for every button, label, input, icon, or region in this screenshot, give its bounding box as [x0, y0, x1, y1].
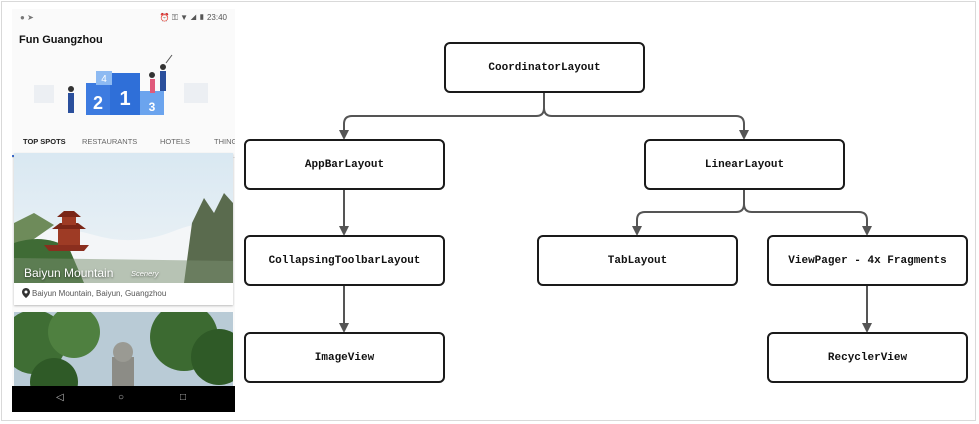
- node-appbar-layout: AppBarLayout: [244, 139, 445, 190]
- status-time: 23:40: [206, 13, 227, 22]
- phone-screenshot: ● ➤ ⏰ ⚿ ▼ ◢ ▮ 23:40 Fun Guangzhou 4 2 1 …: [12, 9, 235, 412]
- app-title: Fun Guangzhou: [19, 34, 103, 46]
- home-icon[interactable]: ○: [118, 392, 125, 403]
- status-bar: ● ➤ ⏰ ⚿ ▼ ◢ ▮ 23:40: [12, 9, 235, 27]
- podium-number: 4: [101, 74, 107, 85]
- signal-icon: ◢: [190, 13, 197, 22]
- node-linear-layout: LinearLayout: [644, 139, 845, 190]
- spot-card[interactable]: Baiyun Mountain Scenery Baiyun Mountain,…: [14, 153, 233, 305]
- node-recyclerview: RecyclerView: [767, 332, 968, 383]
- node-viewpager: ViewPager - 4x Fragments: [767, 235, 968, 286]
- tab-restaurants[interactable]: RESTAURANTS: [82, 137, 138, 146]
- tab-things[interactable]: THINGS: [214, 137, 235, 146]
- tab-hotels[interactable]: HOTELS: [160, 137, 191, 146]
- edge-linear-viewpager: [743, 189, 872, 236]
- back-icon[interactable]: ◁: [56, 392, 64, 403]
- notification-dot-icon: ●: [20, 13, 25, 22]
- spot-title: Baiyun Mountain: [24, 266, 114, 280]
- alarm-icon: ⏰: [159, 13, 170, 22]
- node-collapsing-toolbar-layout: CollapsingToolbarLayout: [244, 235, 445, 286]
- send-icon: ➤: [27, 13, 34, 22]
- spot-location: Baiyun Mountain, Baiyun, Guangzhou: [22, 288, 166, 298]
- system-nav-bar: ◁ ○ □: [12, 386, 235, 412]
- status-right-icons: ⏰ ⚿ ▼ ◢ ▮ 23:40: [160, 13, 227, 23]
- node-imageview: ImageView: [244, 332, 445, 383]
- status-left-icons: ● ➤: [20, 13, 34, 22]
- key-icon: ⚿: [171, 13, 178, 22]
- tab-top-spots[interactable]: TOP SPOTS: [23, 137, 66, 146]
- location-pin-icon: [22, 288, 30, 298]
- battery-icon: ▮: [198, 13, 205, 22]
- edge-linear-tablayout: [632, 189, 745, 236]
- spot-image: [14, 153, 233, 283]
- node-tab-layout: TabLayout: [537, 235, 738, 286]
- podium-number: 3: [149, 100, 156, 114]
- wifi-icon: ▼: [180, 13, 189, 22]
- spot-category: Scenery: [131, 269, 159, 278]
- node-coordinator-layout: CoordinatorLayout: [444, 42, 645, 93]
- edge-coordinator-appbar: [339, 93, 545, 140]
- recents-icon[interactable]: □: [180, 392, 187, 403]
- podium-illustration: 4 2 1 3: [34, 54, 208, 115]
- second-spot-image[interactable]: [14, 312, 233, 392]
- podium-number: 1: [119, 88, 130, 110]
- edge-coordinator-linear: [543, 93, 749, 140]
- podium-number: 2: [93, 93, 103, 113]
- spot-location-text: Baiyun Mountain, Baiyun, Guangzhou: [32, 289, 167, 298]
